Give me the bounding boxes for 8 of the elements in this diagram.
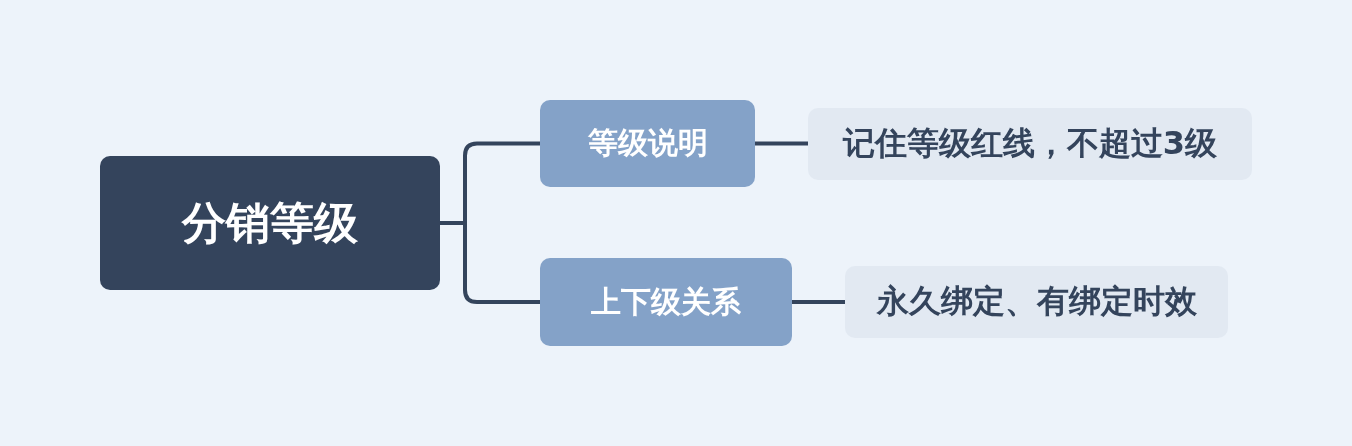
connector-line [792,300,845,304]
connector-line [755,141,808,146]
note-box: 记住等级红线，不超过3级 [808,108,1252,180]
topic-box: 上下级关系 [540,258,792,346]
root-box: 分销等级 [100,156,440,290]
topic-box: 等级说明 [540,100,755,187]
connector-line [440,221,540,304]
note-box: 永久绑定、有绑定时效 [845,266,1228,338]
